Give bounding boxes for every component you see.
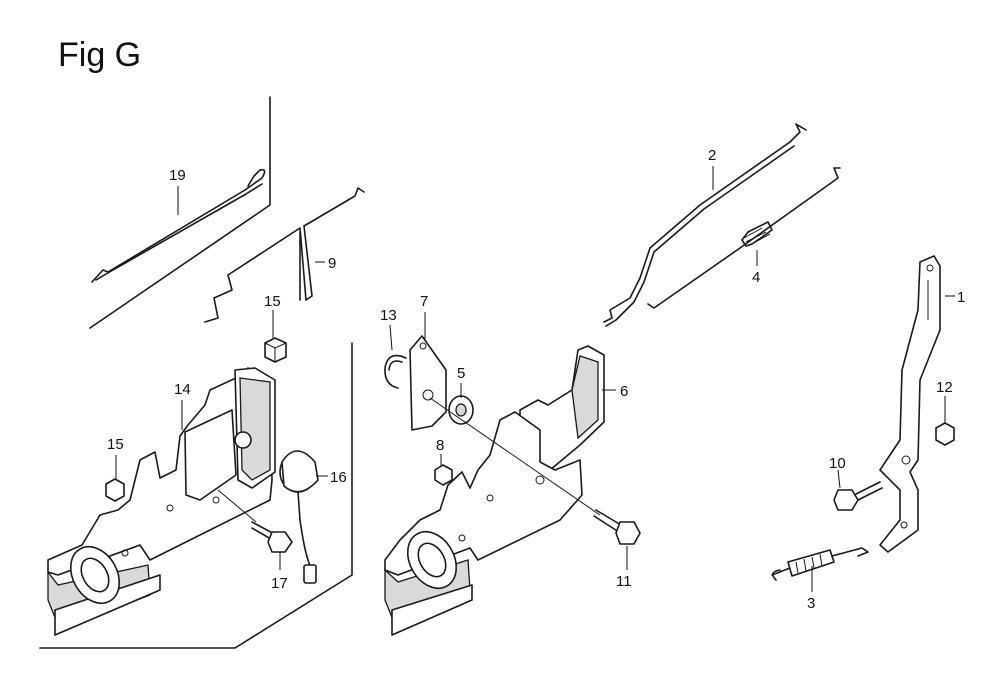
rod-part-2 [603,123,807,327]
callout-3: 3 [807,595,815,612]
callout-8: 8 [436,437,444,454]
callout-13: 13 [380,307,397,324]
nut-part-12 [935,422,955,446]
callout-15-lower: 15 [107,436,124,453]
callout-4: 4 [752,269,760,286]
nut-part-15-lower [105,478,125,502]
lever-plate-part-7 [409,335,447,431]
switch-part-16 [279,450,319,584]
callout-labels: 19 9 15 14 15 16 17 13 7 5 6 8 11 2 4 1 … [107,147,965,612]
callout-14: 14 [174,381,191,398]
left-frame-lines [39,96,353,649]
figure-title: Fig G [58,36,142,74]
nut-part-8 [434,464,453,486]
callout-16: 16 [330,469,347,486]
exploded-view-lines [217,397,601,523]
callout-2: 2 [708,147,716,164]
callout-9: 9 [328,255,336,272]
spring-rod-part-4 [647,167,841,309]
cover-part-6 [519,345,605,471]
center-plate [384,411,583,636]
plate-part-14 [47,367,276,636]
spring-part-3 [771,547,869,581]
callout-1: 1 [957,289,965,306]
governor-arm-part-1 [879,255,941,553]
link-rod-part-9 [204,187,365,323]
callout-12: 12 [936,379,953,396]
callout-7: 7 [420,293,428,310]
leader-lines [115,166,955,592]
rod-part-19 [91,168,266,283]
callout-15-upper: 15 [264,293,281,310]
nut-part-15-upper [264,337,287,363]
callout-17: 17 [271,575,288,592]
callout-11: 11 [616,573,632,590]
bolt-part-11 [593,509,641,545]
bolt-part-17 [251,521,293,553]
callout-10: 10 [829,455,846,472]
washer-part-5 [448,395,474,425]
callout-19: 19 [169,167,186,184]
bolt-part-10 [833,481,883,511]
callout-5: 5 [457,365,465,382]
callout-6: 6 [620,383,628,400]
circlip-part-13 [384,354,407,389]
